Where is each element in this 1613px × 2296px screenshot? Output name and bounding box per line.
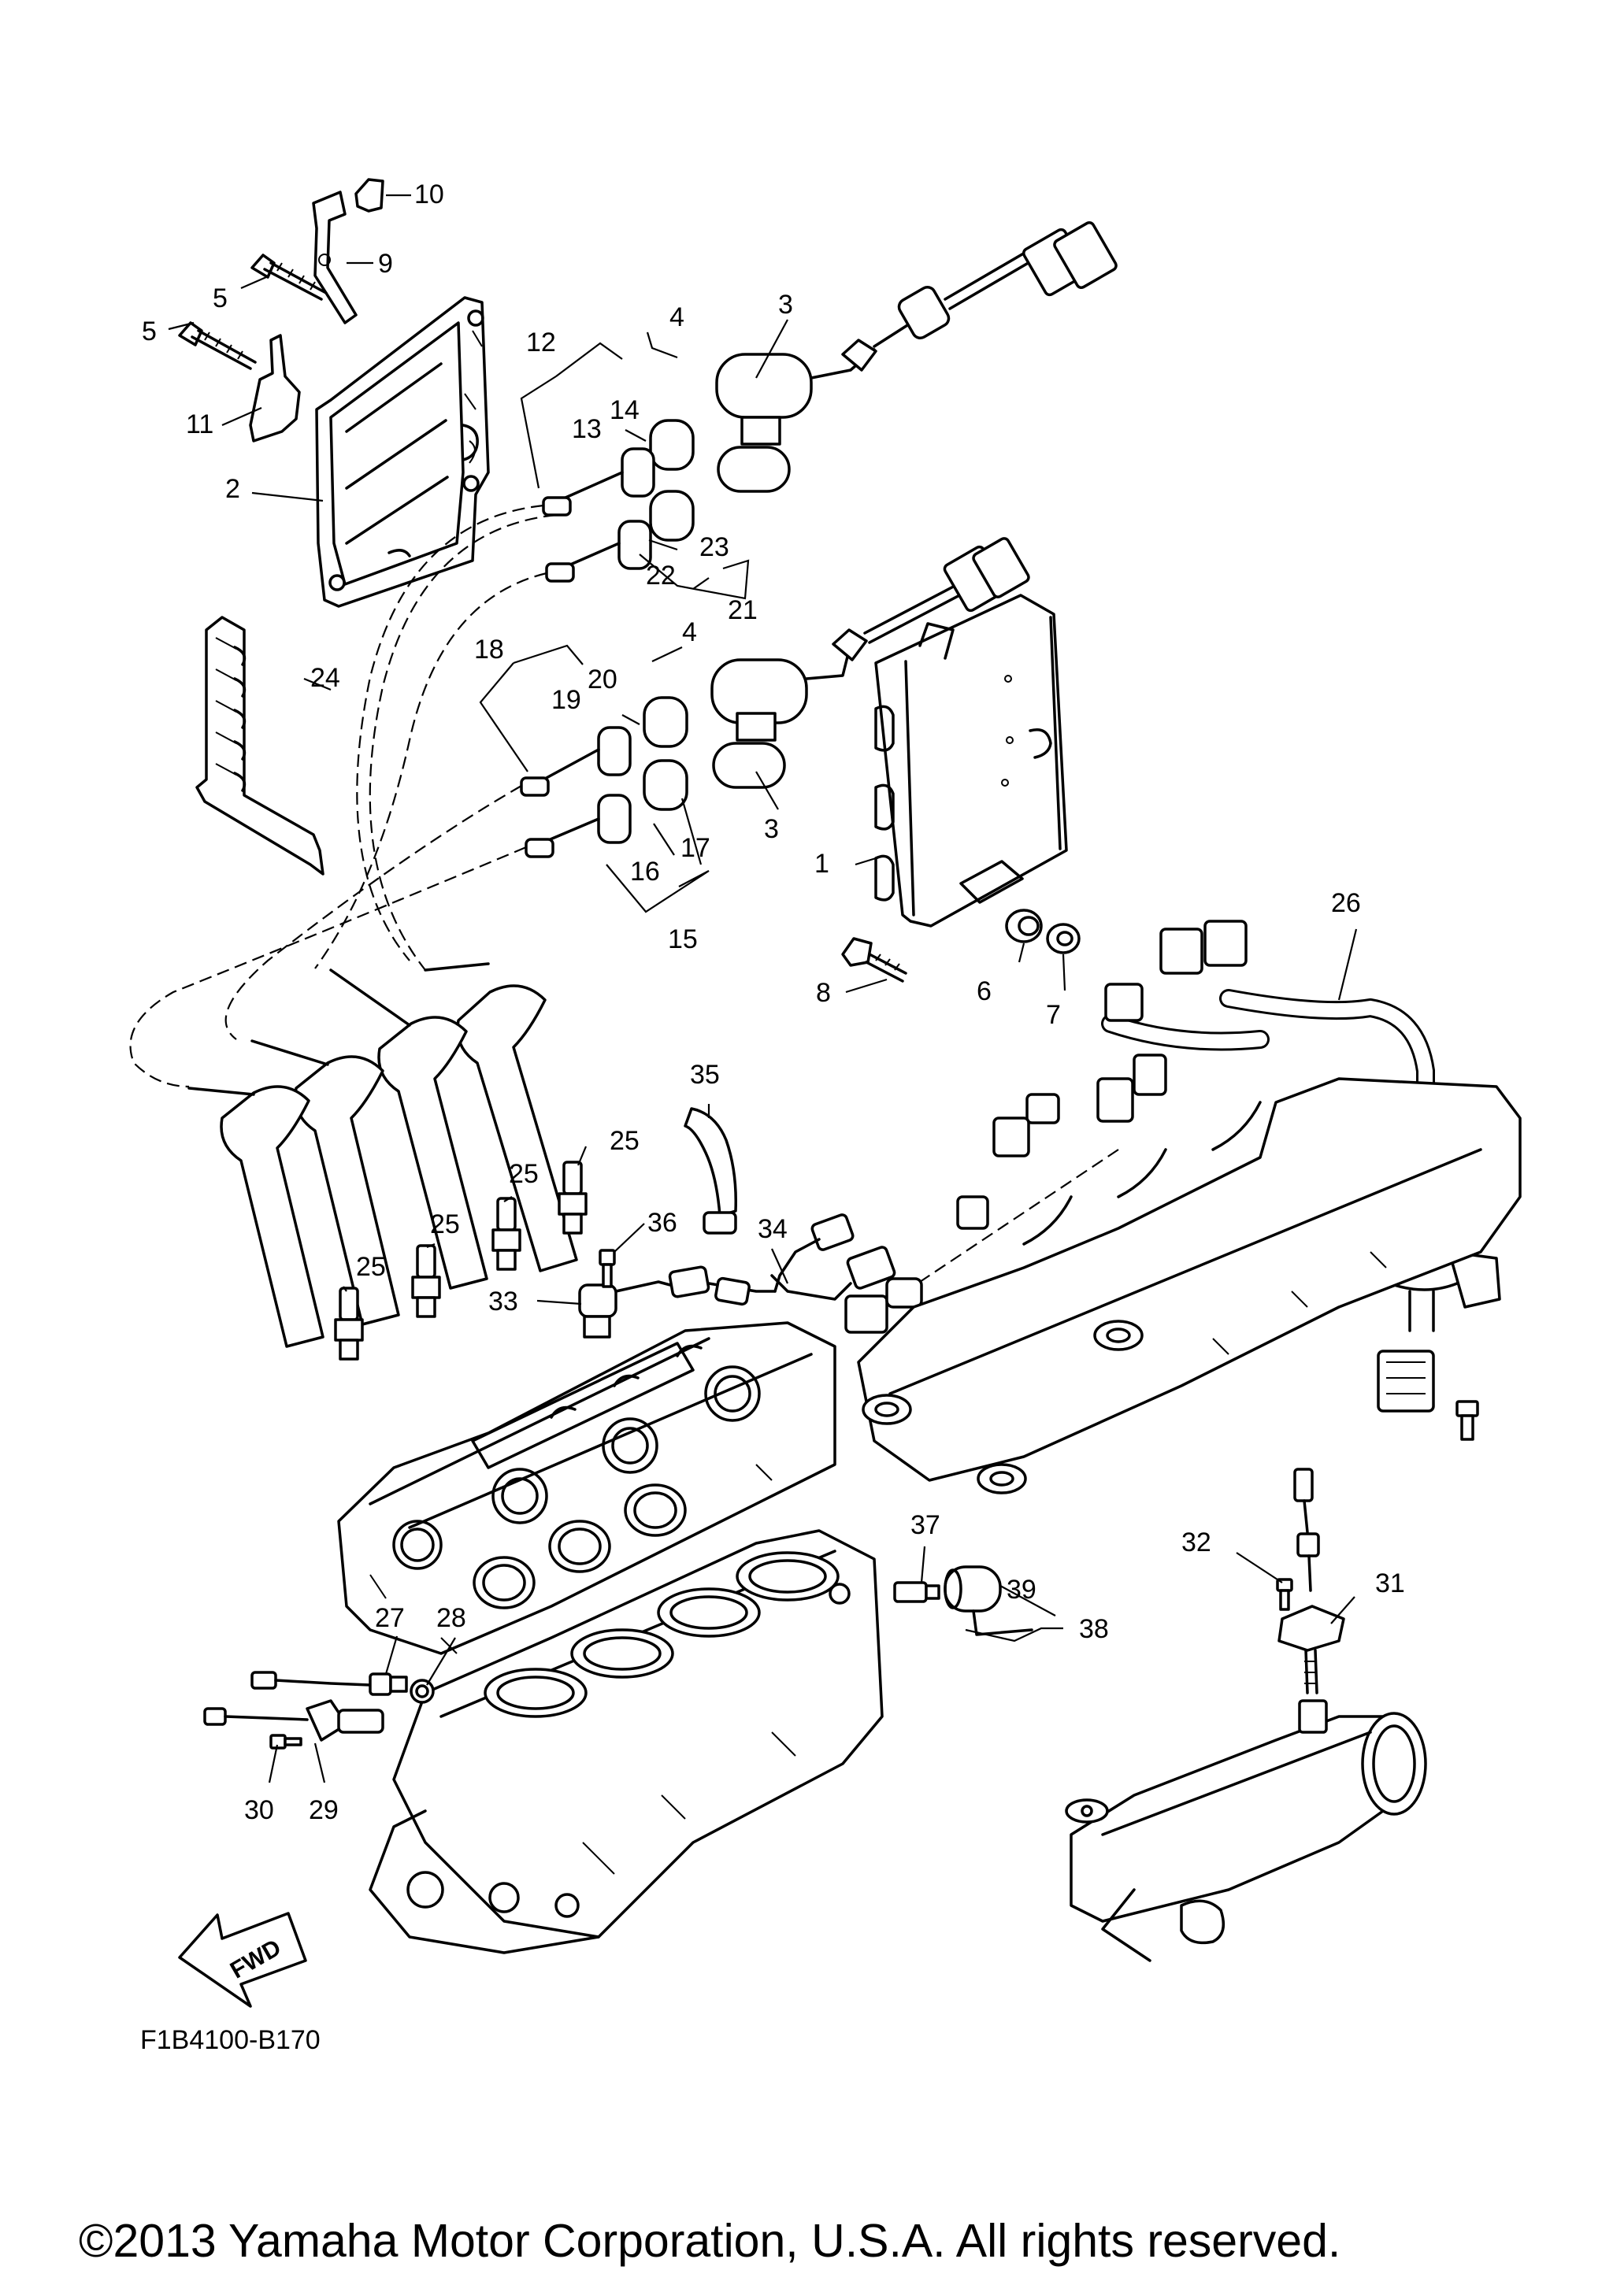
callout-3-lower: 3: [764, 814, 779, 844]
screw-part-32: [1276, 1578, 1293, 1611]
cord-holder-part-24: [195, 616, 324, 876]
callout-13: 13: [572, 414, 602, 444]
callout-labels: 1 2 3 3 4 4 5 5 6 7 8 9 10 11 12 13 14 1…: [142, 180, 1405, 1825]
bolt-part-30: [269, 1734, 302, 1750]
callout-2: 2: [225, 474, 240, 504]
spark-plug-part-25-a: [558, 1161, 588, 1235]
fwd-arrow-icon: FWD: [178, 1912, 307, 2008]
collar-part-7: [1046, 923, 1081, 954]
callout-14: 14: [610, 395, 640, 425]
callout-21: 21: [728, 595, 758, 625]
callout-29: 29: [309, 1795, 339, 1825]
callout-30: 30: [244, 1795, 274, 1825]
callout-22: 22: [646, 561, 676, 591]
ht-cord-1b: [369, 513, 557, 971]
callout-39: 39: [1007, 1575, 1036, 1605]
callout-25-c: 25: [430, 1209, 460, 1239]
callout-12: 12: [526, 328, 556, 357]
bracket-part-11: [249, 334, 301, 443]
leader-lines: [168, 194, 1358, 1783]
intake-manifold: [857, 1077, 1522, 1494]
sensor-part-37: [829, 1581, 940, 1605]
callout-6: 6: [977, 976, 992, 1006]
ignition-coil-part-3-lower: [710, 537, 1030, 789]
callout-25-a: 25: [610, 1126, 640, 1156]
cylinder-block: [369, 1529, 884, 1954]
band-part-35: [684, 1107, 737, 1235]
callout-25-b: 25: [509, 1159, 539, 1189]
callout-16: 16: [630, 857, 660, 887]
callout-35: 35: [690, 1060, 720, 1090]
screw-part-5-lower: [178, 321, 257, 370]
callout-4-lower: 4: [682, 617, 697, 647]
ht-cord-1: [356, 504, 544, 961]
callout-9: 9: [378, 249, 393, 279]
callout-3-upper: 3: [778, 290, 793, 320]
callout-37: 37: [910, 1510, 940, 1540]
bracket-part-9: [312, 191, 358, 324]
cover-bracket-part-2: [315, 296, 490, 608]
callout-17: 17: [680, 833, 710, 863]
callout-1: 1: [814, 849, 829, 879]
throttle-sensor-part-31: [1277, 1468, 1345, 1734]
sensor-part-29: [203, 1699, 384, 1742]
callout-11: 11: [186, 409, 213, 439]
callout-27: 27: [375, 1603, 405, 1633]
callout-18: 18: [474, 635, 504, 665]
sensor-part-33: [578, 1265, 777, 1339]
ht-cord-4: [129, 846, 527, 1088]
damper-part-6: [1005, 909, 1043, 943]
sensor-part-27: [250, 1671, 408, 1696]
plug-tube-4: [187, 1085, 324, 1348]
callout-5-upper: 5: [213, 283, 228, 313]
sensor-part-38: [944, 1565, 1033, 1636]
callout-19: 19: [551, 685, 581, 715]
bolt-part-8: [841, 937, 907, 983]
callout-33: 33: [488, 1287, 518, 1316]
callout-31: 31: [1375, 1568, 1405, 1598]
clip-part-10: [354, 178, 384, 213]
callout-23: 23: [699, 532, 729, 562]
callout-38: 38: [1079, 1614, 1109, 1644]
ecu-part-1: [874, 594, 1068, 928]
plug-cap-assembly-15: [525, 759, 688, 858]
spark-plug-part-25-d: [334, 1287, 364, 1361]
callout-26: 26: [1331, 888, 1361, 918]
copyright-notice: ©2013 Yamaha Motor Corporation, U.S.A. A…: [79, 2215, 1341, 2267]
callout-4-upper: 4: [669, 302, 684, 332]
callout-7: 7: [1046, 1000, 1061, 1030]
callout-20: 20: [588, 665, 617, 694]
bolt-part-36: [599, 1249, 616, 1288]
ht-cord-3: [224, 785, 522, 1040]
callout-28: 28: [436, 1603, 466, 1633]
plug-cap-assembly-18: [520, 696, 688, 797]
plug-cap-assembly-21: [545, 490, 695, 583]
callout-34: 34: [758, 1214, 788, 1244]
callout-10: 10: [414, 180, 444, 209]
ht-cord-2: [314, 572, 547, 969]
spark-plug-part-25-c: [411, 1244, 441, 1318]
diagram-code: F1B4100-B170: [140, 2025, 321, 2055]
screw-part-5-upper: [250, 254, 328, 301]
callout-8: 8: [816, 978, 831, 1008]
spark-plug-part-25-b: [491, 1197, 521, 1271]
gasket-part-28: [410, 1679, 435, 1704]
callout-25-d: 25: [356, 1252, 386, 1282]
sensor-lead-part-34: [770, 1213, 896, 1301]
callout-32: 32: [1181, 1528, 1211, 1557]
callout-24: 24: [310, 663, 340, 693]
cylinder-head: [337, 1321, 836, 1655]
callout-15: 15: [668, 924, 698, 954]
throttle-body: [1065, 1712, 1427, 1962]
callout-5-lower: 5: [142, 317, 157, 346]
ignition-coil-part-3-upper: [715, 221, 1118, 493]
plug-cap-assembly-12: [542, 419, 695, 517]
callout-36: 36: [647, 1208, 677, 1238]
